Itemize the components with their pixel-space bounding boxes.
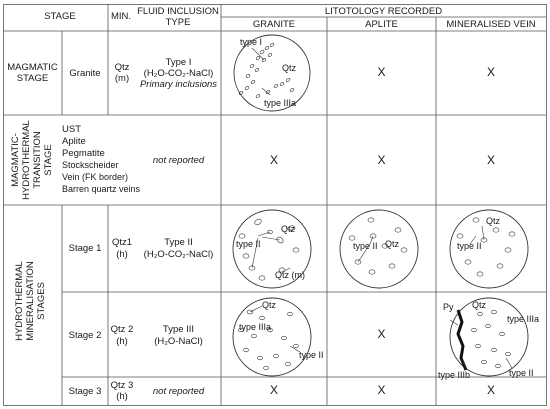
header-type: TYPE [165, 17, 191, 28]
stage3-aplite-x: X [377, 383, 386, 397]
pyrite-vein [456, 309, 468, 371]
transition-type: not reported [152, 155, 205, 166]
granite-stage1-circle [232, 209, 312, 289]
stage2-granite-qtz: Qtz [262, 300, 277, 310]
transition-aplite-x: X [377, 153, 386, 167]
stage3-min-1: Qtz 3 [110, 380, 134, 391]
stage1-min-2: (h) [116, 249, 128, 260]
magmatic-type-1: Type I [165, 57, 192, 68]
stage1-granite-type-ii: type II [236, 239, 261, 249]
aplite-stage1-circle [339, 209, 419, 289]
granite-stage2-circle [232, 297, 312, 377]
stage2-granite-type-iiia: type IIIa [239, 322, 272, 332]
transition-vein-x: X [486, 153, 495, 167]
stage2-vein-type-iiia: type IIIa [507, 314, 540, 324]
stage3-vein-x: X [486, 383, 495, 397]
stage1-type-1: Type II [164, 237, 193, 248]
magmatic-granite-label-qtz: Qtz [282, 63, 297, 73]
transition-rock-3: Stockscheider [62, 160, 119, 170]
magmatic-vein-x: X [486, 65, 495, 79]
stage2-aplite-x: X [377, 327, 386, 341]
magmatic-aplite-x: X [377, 65, 386, 79]
stage1-aplite-qtz: Qtz [385, 239, 400, 249]
stage2-vein-py: Py [443, 302, 454, 312]
magmatic-type-2: (H₂O-CO₂-NaCl) [143, 68, 214, 79]
header-mineralised-vein: MINERALISED VEIN [446, 19, 536, 30]
header-min: MIN. [110, 11, 132, 22]
stage2-type-2: (H₂O-NaCl) [154, 336, 203, 347]
stage2-vein-qtz: Qtz [472, 300, 487, 310]
magmatic-rock: Granite [69, 68, 101, 79]
stage2-granite-type-ii: type II [299, 350, 324, 360]
magmatic-stage-label-2: STAGE [16, 73, 49, 84]
magmatic-stage-label: MAGMATIC [7, 62, 58, 73]
stage1-granite-qtz-m: Qtz (m) [275, 270, 305, 280]
transition-rock-2: Pegmatite [62, 148, 105, 159]
vein-stage1-circle [449, 209, 529, 289]
hydrothermal-stage-label: HYDROTHERMAL MINERALISATION STAGES [14, 261, 47, 341]
stage1-vein-qtz: Qtz [486, 216, 501, 226]
transition-rock-5: Barren quartz veins [62, 184, 141, 194]
header-fluid-inclusion: FLUID INCLUSION [137, 6, 219, 17]
header-aplite: APLITE [365, 19, 398, 30]
magmatic-granite-label-type-i: type I [240, 37, 263, 47]
stage1-aplite-type-ii: type II [353, 241, 378, 251]
header-litology: LITOTOLOGY RECORDED [324, 6, 443, 17]
stage2-min-2: (h) [116, 336, 128, 347]
stage1-granite-qtz: Qtz [281, 224, 296, 234]
transition-rock-1: Aplite [62, 136, 86, 147]
magmatic-type-3: Primary inclusions [139, 79, 218, 90]
magmatic-min-1: Qtz [114, 62, 130, 73]
stage1-label: Stage 1 [68, 243, 102, 254]
header-stage: STAGE [44, 11, 76, 22]
stage2-min-1: Qtz 2 [110, 324, 134, 335]
granite-magmatic-circle [233, 34, 311, 112]
stage2-type-1: Type III [162, 324, 195, 335]
stage2-label: Stage 2 [68, 330, 102, 341]
vein-stage2-circle [449, 297, 529, 377]
transition-stage-label: MAGMATIC- HYDROTHERMAL TRANSITION STAGE [10, 120, 54, 200]
header-granite: GRANITE [252, 19, 296, 30]
stage3-label: Stage 3 [68, 386, 102, 397]
stage1-min-1: Qtz1 [111, 237, 133, 248]
transition-rock-4: Vein (FK border) [62, 172, 129, 182]
magmatic-granite-label-type-iiia: type IIIa [264, 98, 297, 108]
stage3-type: not reported [152, 386, 205, 397]
stage3-min-2: (h) [116, 391, 128, 402]
stage2-vein-type-ii: type II [509, 368, 534, 378]
stage2-vein-type-iiib: type IIIb [438, 370, 471, 380]
transition-granite-x: X [269, 153, 278, 167]
magmatic-min-2: (m) [114, 73, 130, 84]
stage1-type-2: (H₂O-CO₂-NaCl) [143, 249, 214, 260]
transition-rock-0: UST [62, 124, 81, 135]
stage3-granite-x: X [269, 383, 278, 397]
stage1-vein-type-ii: type II [457, 241, 482, 251]
